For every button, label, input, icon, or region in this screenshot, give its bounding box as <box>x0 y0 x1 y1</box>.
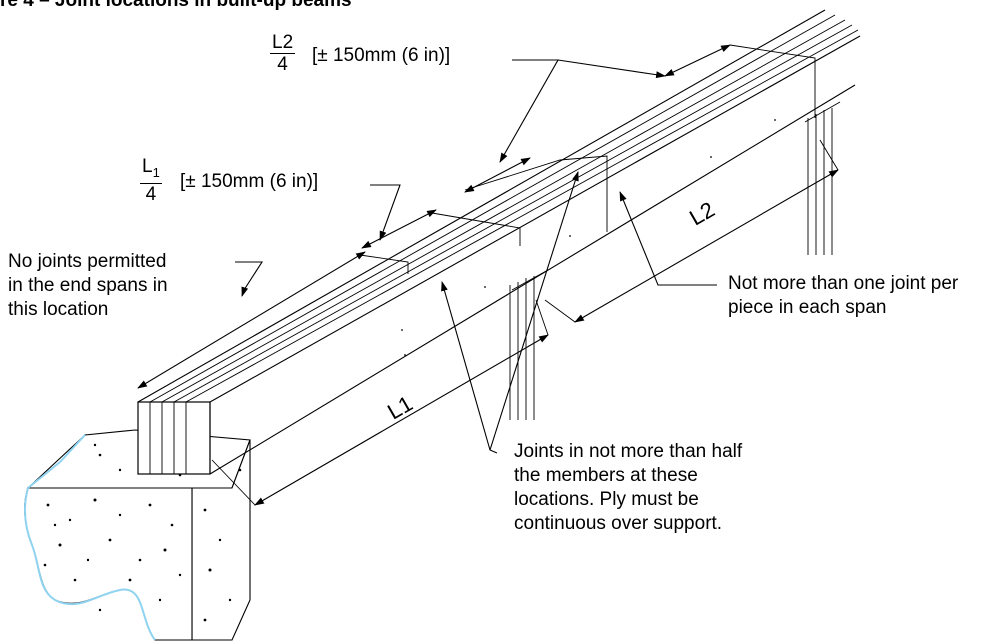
half-members-line-2: the members at these <box>514 465 698 486</box>
l2-tolerance: [± 150mm (6 in)] <box>312 45 451 66</box>
no-joints-line-1: No joints permitted <box>8 251 167 272</box>
beam-end-face <box>137 401 211 475</box>
half-members-line-1: Joints in not more than half <box>514 441 743 462</box>
l1-fraction: L1 4 <box>140 156 162 205</box>
l2-fraction-denominator: 4 <box>277 54 288 75</box>
half-members-line-4: continuous over support. <box>514 513 723 534</box>
joint-markers <box>359 44 816 274</box>
beam-body <box>137 9 861 475</box>
l1-fraction-denominator: 4 <box>145 183 157 205</box>
l1-numerator-sub: 1 <box>152 164 160 180</box>
no-joints-line-2: in the end spans in <box>8 275 168 296</box>
dimension-lines <box>137 44 839 506</box>
l1-fraction-numerator: L1 <box>140 156 162 184</box>
l2-fraction-numerator: L2 <box>270 32 296 54</box>
half-members-line-3: locations. Ply must be <box>514 489 699 510</box>
no-joints-line-3: this location <box>8 299 109 320</box>
l1-numerator-base: L <box>142 156 153 177</box>
beam-stipple <box>401 119 776 356</box>
one-joint-line-2: piece in each span <box>728 297 887 318</box>
figure-title: re 4 – Joint locations in built-up beams <box>0 0 352 11</box>
l2-fraction: L2 4 <box>270 32 296 75</box>
concrete-support <box>24 429 251 641</box>
l1-tolerance: [± 150mm (6 in)] <box>180 171 319 192</box>
interior-support-posts <box>509 101 841 420</box>
one-joint-line-1: Not more than one joint per <box>728 273 959 294</box>
leader-lines <box>235 59 717 454</box>
